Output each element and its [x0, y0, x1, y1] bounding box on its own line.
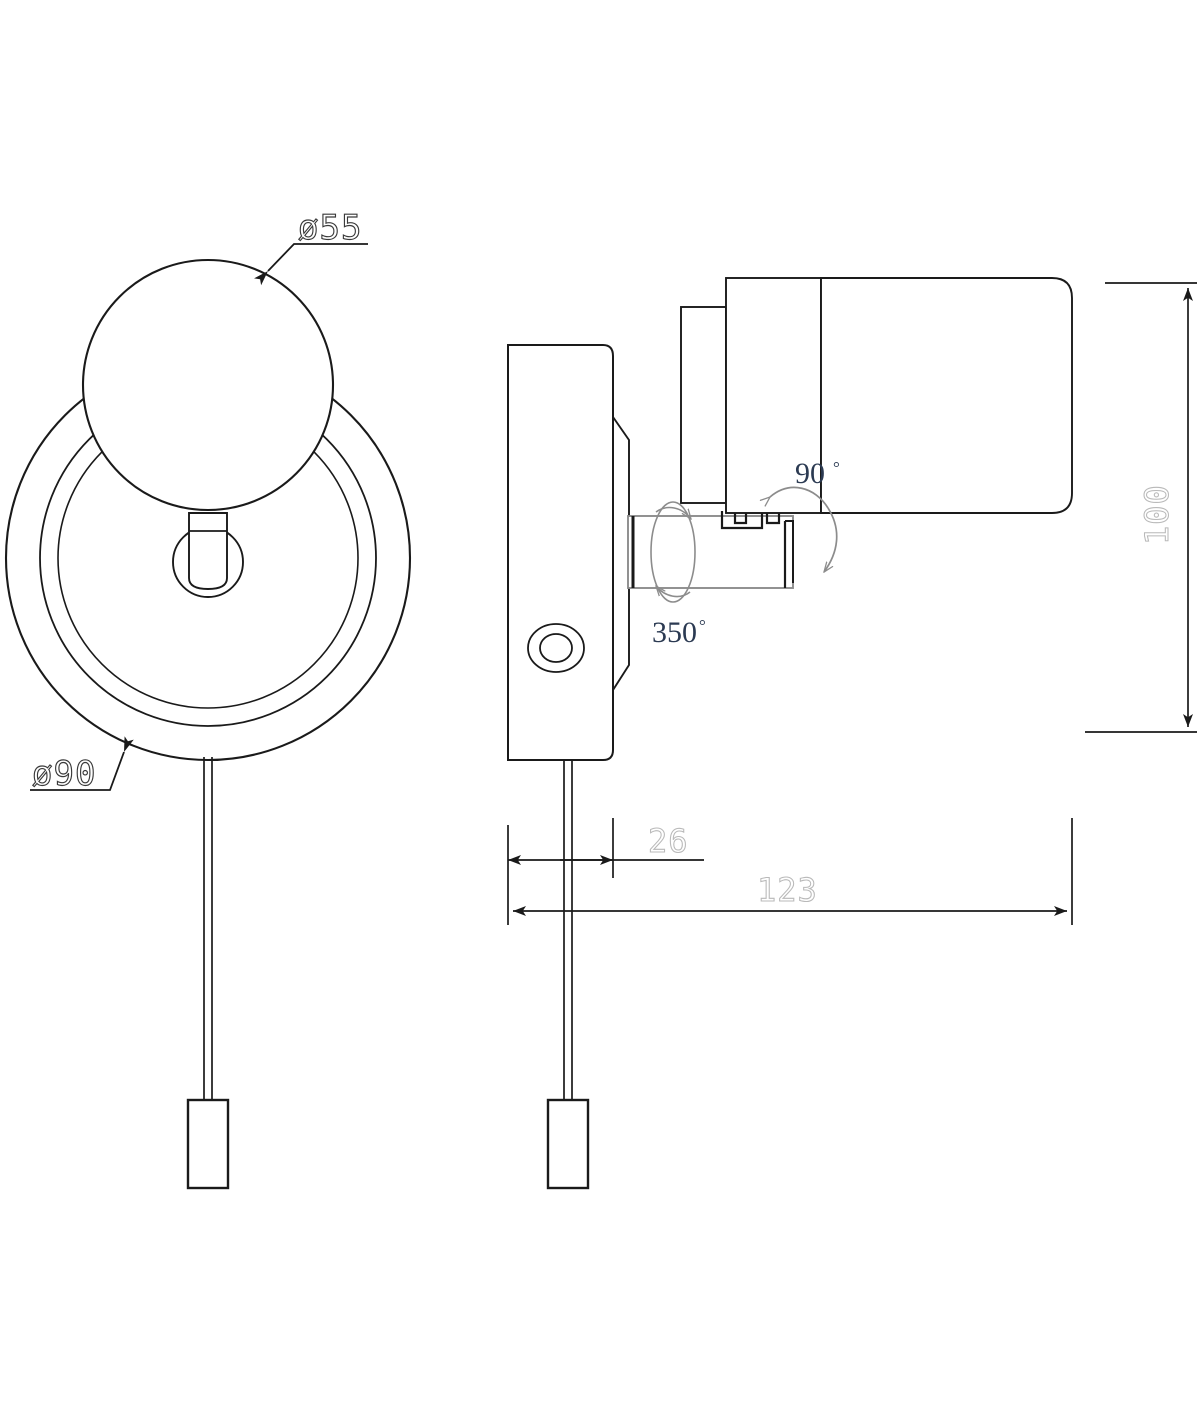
dimension-group: 100 26 123: [507, 282, 1197, 925]
joint-stem-shape: [188, 512, 228, 590]
side-pull-cord-toggle: [546, 1098, 590, 1190]
pull-cord-toggle: [186, 1098, 230, 1190]
plate-button-inner: [539, 633, 573, 663]
diameter-head-label: ø55: [298, 208, 362, 248]
diameter-head-leader: [254, 243, 368, 286]
rotation-cylinder-flange: [785, 520, 794, 583]
front-view-group: ø55 ø90: [4, 207, 412, 1190]
rotation-arrow-bottom: [656, 586, 691, 598]
lamp-head-circle: [81, 258, 335, 512]
tilt-angle-degree-icon: °: [833, 458, 840, 477]
lamp-head-barrel: [820, 277, 1073, 514]
backplate-depth-label: 26: [648, 822, 689, 860]
backplate-side-body: [507, 344, 614, 761]
knuckle-notch-outer: [720, 511, 764, 530]
rotation-angle-label: 350: [652, 616, 697, 649]
lamp-head-mid-body: [725, 277, 822, 514]
rotation-angle-degree-icon: °: [699, 616, 706, 635]
knuckle-notch-left: [733, 511, 748, 525]
height-dim-label: 100: [1138, 484, 1176, 545]
tilt-arc-upper: [770, 486, 829, 509]
backplate-front-face: [612, 416, 630, 691]
diameter-plate-leader: [30, 736, 134, 791]
side-view-group: 90 ° 350 °: [507, 277, 1073, 1190]
tilt-arc-lower: [824, 507, 838, 572]
total-depth-label: 123: [757, 871, 818, 909]
tilt-angle-label: 90: [795, 457, 825, 490]
knuckle-notch-right: [765, 508, 781, 525]
rotation-cylinder: [627, 515, 794, 589]
lamp-head-rear-collar: [680, 306, 727, 504]
rotation-arrow-top: [655, 506, 691, 519]
diameter-plate-label: ø90: [32, 754, 96, 794]
rotation-ellipse: [650, 501, 696, 603]
